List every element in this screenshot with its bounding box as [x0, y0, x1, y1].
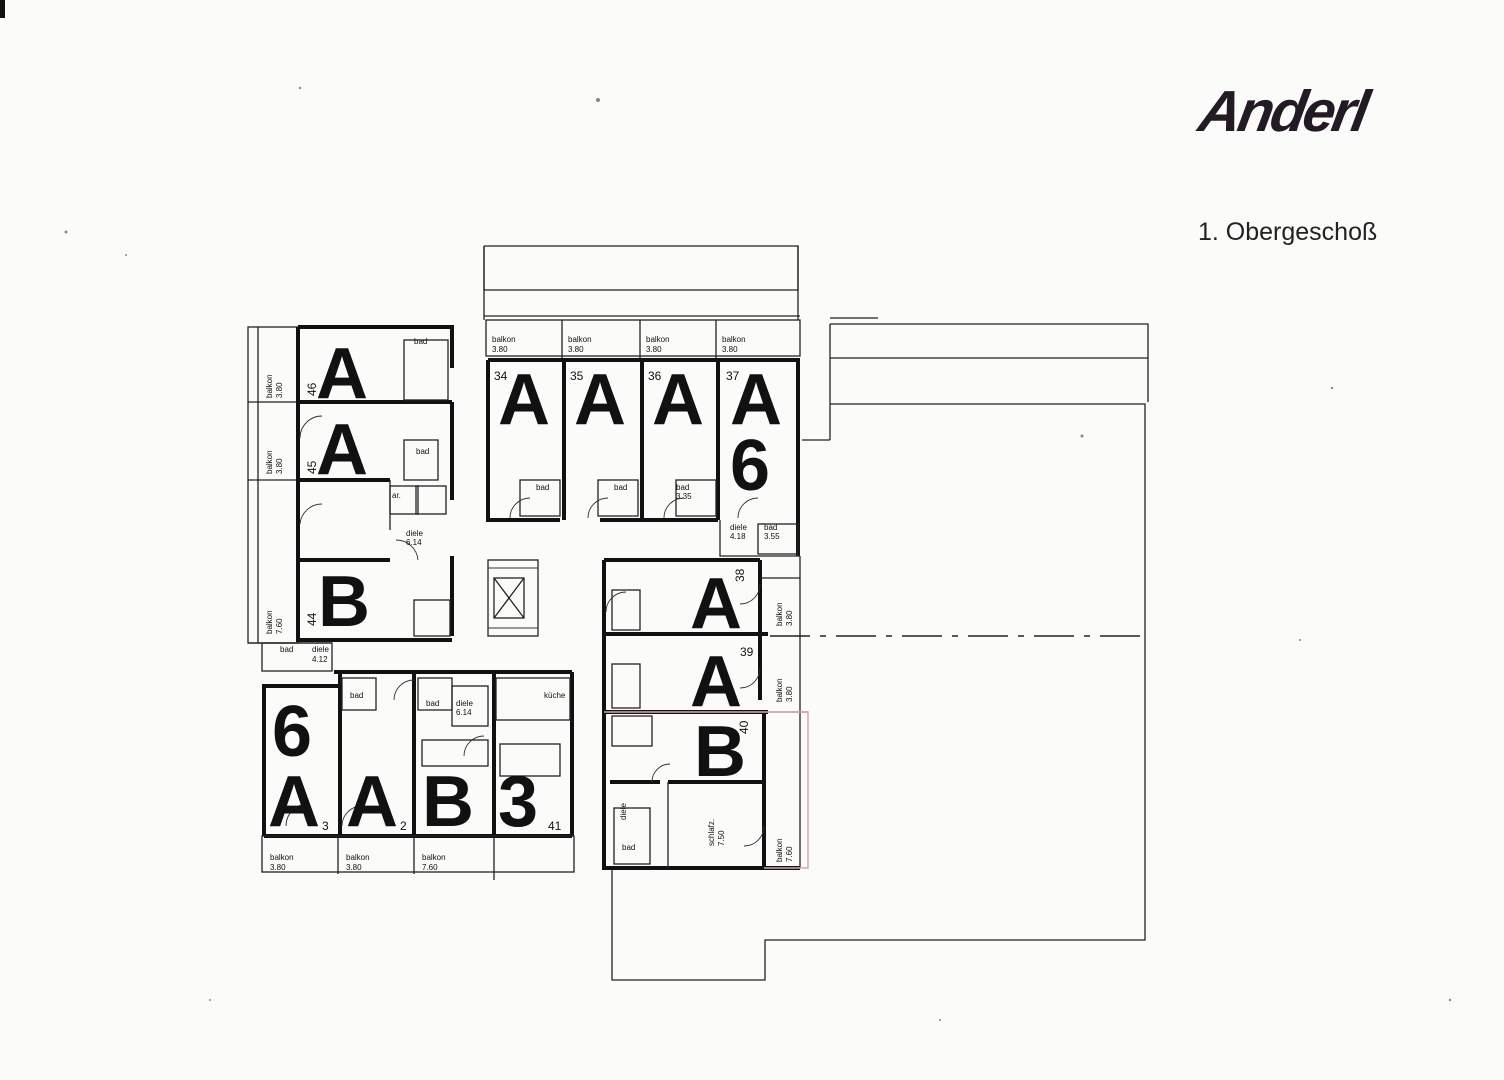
unit-46: 46	[305, 382, 319, 396]
door-swings	[285, 415, 765, 847]
diele-label: diele	[619, 803, 628, 820]
apartment-types: A A B 6 A A B 3 A A A A 6 A A B	[268, 334, 782, 842]
balkon-area: 3.80	[346, 863, 362, 872]
type-b40: B	[694, 712, 746, 792]
type-a35: A	[574, 360, 626, 440]
unit-45: 45	[305, 460, 319, 474]
balkon-label: balkon	[646, 335, 670, 344]
balkon-label: balkon	[775, 678, 784, 702]
type-a36: A	[652, 360, 704, 440]
type-a46: A	[316, 334, 368, 414]
bad-label: bad	[414, 337, 427, 346]
unit-41: 41	[548, 819, 562, 833]
type-b41: B	[422, 762, 474, 842]
diele-area: 4.12	[312, 655, 328, 664]
diele-area: 6.14	[406, 538, 422, 547]
units-38-40	[602, 556, 809, 870]
type-a42: A	[346, 762, 398, 842]
bad-label: bad	[416, 447, 429, 456]
bad-label: bad	[350, 691, 363, 700]
unit-42: 2	[400, 819, 407, 833]
balkon-label: balkon	[775, 602, 784, 626]
type-a38: A	[690, 564, 742, 644]
bad-label: bad	[764, 523, 777, 532]
bad-label: bad	[622, 843, 635, 852]
kuche-label: küche	[544, 691, 566, 700]
floor-title: 1. Obergeschoß	[1198, 218, 1378, 246]
diele-area: 4.18	[730, 532, 746, 541]
type-6-43: 6	[272, 692, 312, 772]
diele-label: diele	[456, 699, 473, 708]
type-a43: A	[268, 762, 320, 842]
staircase	[487, 559, 539, 637]
bad-label: bad	[280, 645, 293, 654]
room-labels: balkon 3.80 balkon 3.80 balkon 3.80 balk…	[265, 335, 794, 872]
balkon-label: balkon	[265, 450, 274, 474]
left-wing-walls	[247, 325, 454, 644]
unit-34: 34	[494, 369, 508, 383]
balkon-label: balkon	[265, 374, 274, 398]
scan-noise	[0, 0, 1452, 1021]
type-a39: A	[690, 642, 742, 722]
balkon-label: balkon	[270, 853, 294, 862]
balkon-label: balkon	[492, 335, 516, 344]
balkon-area: 3.80	[275, 382, 284, 398]
balkon-area: 3.80	[785, 686, 794, 702]
type-6-37: 6	[730, 426, 770, 506]
balkon-label: balkon	[568, 335, 592, 344]
balkon-area: 3.80	[646, 345, 662, 354]
balkon-area: 3.80	[568, 345, 584, 354]
bad-label: bad	[614, 483, 627, 492]
balkon-area: 3.80	[275, 458, 284, 474]
balkon-label: balkon	[422, 853, 446, 862]
type-a45: A	[316, 410, 368, 490]
unit-35: 35	[570, 369, 584, 383]
schlafz-area: 7.50	[717, 830, 726, 846]
type-b44: B	[318, 562, 370, 642]
balkon-area: 3.80	[722, 345, 738, 354]
balkon-label: balkon	[775, 838, 784, 862]
balkon-label: balkon	[346, 853, 370, 862]
unit-43: 3	[322, 819, 329, 833]
bad-label: bad	[426, 699, 439, 708]
balkon-label: balkon	[265, 610, 274, 634]
type-a34: A	[498, 360, 550, 440]
bad-label: bad	[676, 483, 689, 492]
ar-label: ar.	[392, 491, 401, 500]
units-34-37	[485, 319, 801, 557]
unit-39: 39	[740, 645, 754, 659]
diele-label: diele	[312, 645, 329, 654]
unit-numbers: 34 35 36 37 38 39 40 41 2 3 44 45 46	[305, 369, 754, 833]
units-41-43	[261, 642, 575, 880]
unit-37: 37	[726, 369, 740, 383]
type-a37: A	[730, 360, 782, 440]
unit-40: 40	[737, 720, 751, 734]
balkon-area: 7.60	[422, 863, 438, 872]
bad-area: 3.35	[676, 492, 692, 501]
ground-floor-outline	[483, 245, 1149, 981]
balkon-area: 7.60	[785, 846, 794, 862]
diele-label: diele	[406, 529, 423, 538]
diele-area: 6.14	[456, 708, 472, 717]
type-3-41: 3	[498, 762, 538, 842]
balkon-label: balkon	[722, 335, 746, 344]
bad-label: bad	[536, 483, 549, 492]
diele-label: diele	[730, 523, 747, 532]
unit-38: 38	[733, 568, 747, 582]
balkon-area: 3.80	[492, 345, 508, 354]
balkon-area: 3.80	[270, 863, 286, 872]
balkon-area: 3.80	[785, 610, 794, 626]
schlafz-label: schlafz.	[707, 819, 716, 846]
balkon-area: 7.60	[275, 618, 284, 634]
unit-36: 36	[648, 369, 662, 383]
bad-area: 3.55	[764, 532, 780, 541]
unit-44: 44	[305, 612, 319, 626]
